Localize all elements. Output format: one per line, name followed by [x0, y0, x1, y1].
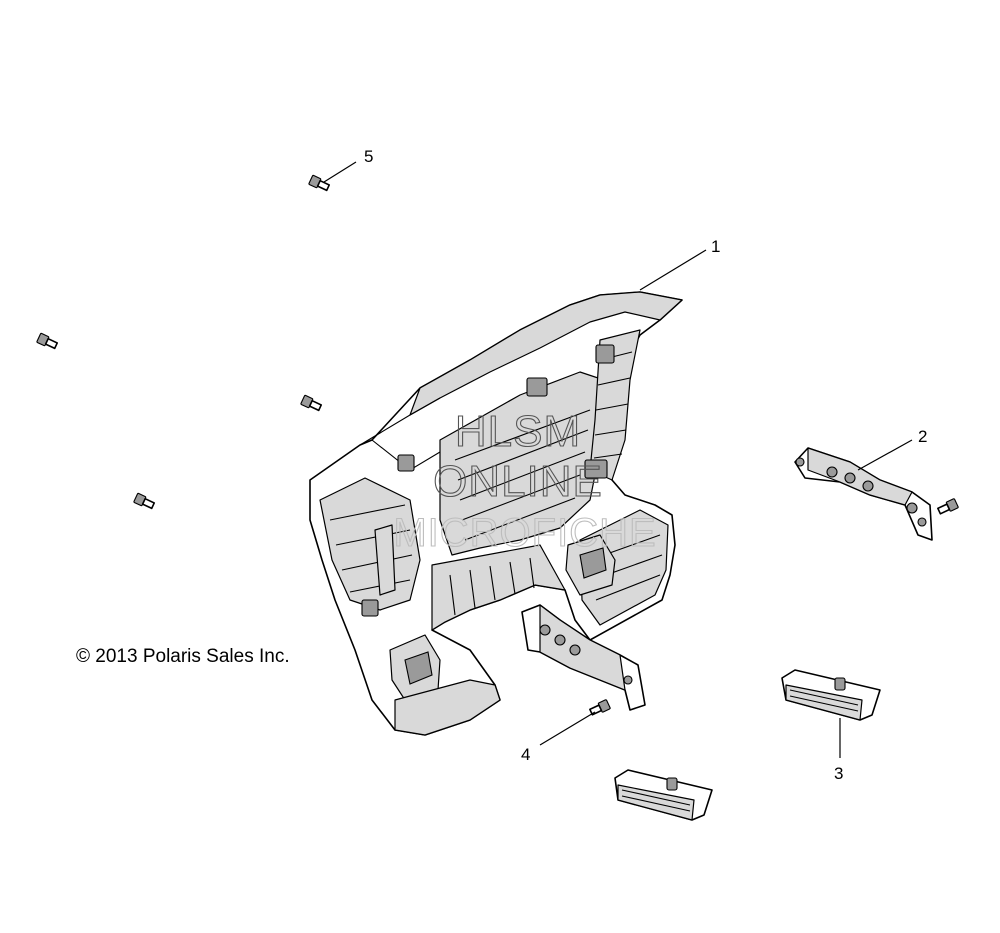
watermark-line-3: MICROFICHE: [393, 511, 656, 555]
fastener-bolt-5[interactable]: [937, 498, 959, 516]
fastener-bolt-3[interactable]: [300, 394, 323, 412]
fastener-bolt-6[interactable]: [589, 699, 611, 717]
callout-3: 3: [834, 764, 843, 783]
watermark-line-1: HLSM: [455, 407, 581, 456]
callout-1: 1: [711, 237, 720, 256]
part-3-pad-lower[interactable]: [614, 769, 713, 821]
fastener-bolt-1[interactable]: [308, 174, 331, 192]
leader-line-4: [539, 711, 596, 746]
leader-line-5: [323, 161, 357, 183]
fastener-bolt-4[interactable]: [133, 492, 156, 510]
leader-line-2: [857, 439, 913, 471]
copyright-text: © 2013 Polaris Sales Inc.: [76, 646, 290, 667]
watermark-line-2: ONLINE: [433, 457, 603, 506]
part-1-panel[interactable]: [309, 291, 683, 736]
part-3-pad-right[interactable]: [781, 669, 881, 721]
callout-4: 4: [521, 745, 530, 764]
part-2-bracket[interactable]: [794, 447, 933, 541]
part-2-bracket-center[interactable]: [521, 604, 646, 711]
leader-line-1: [639, 249, 707, 291]
callout-5: 5: [364, 147, 373, 166]
fastener-bolt-2[interactable]: [36, 332, 59, 350]
callout-2: 2: [918, 427, 927, 446]
